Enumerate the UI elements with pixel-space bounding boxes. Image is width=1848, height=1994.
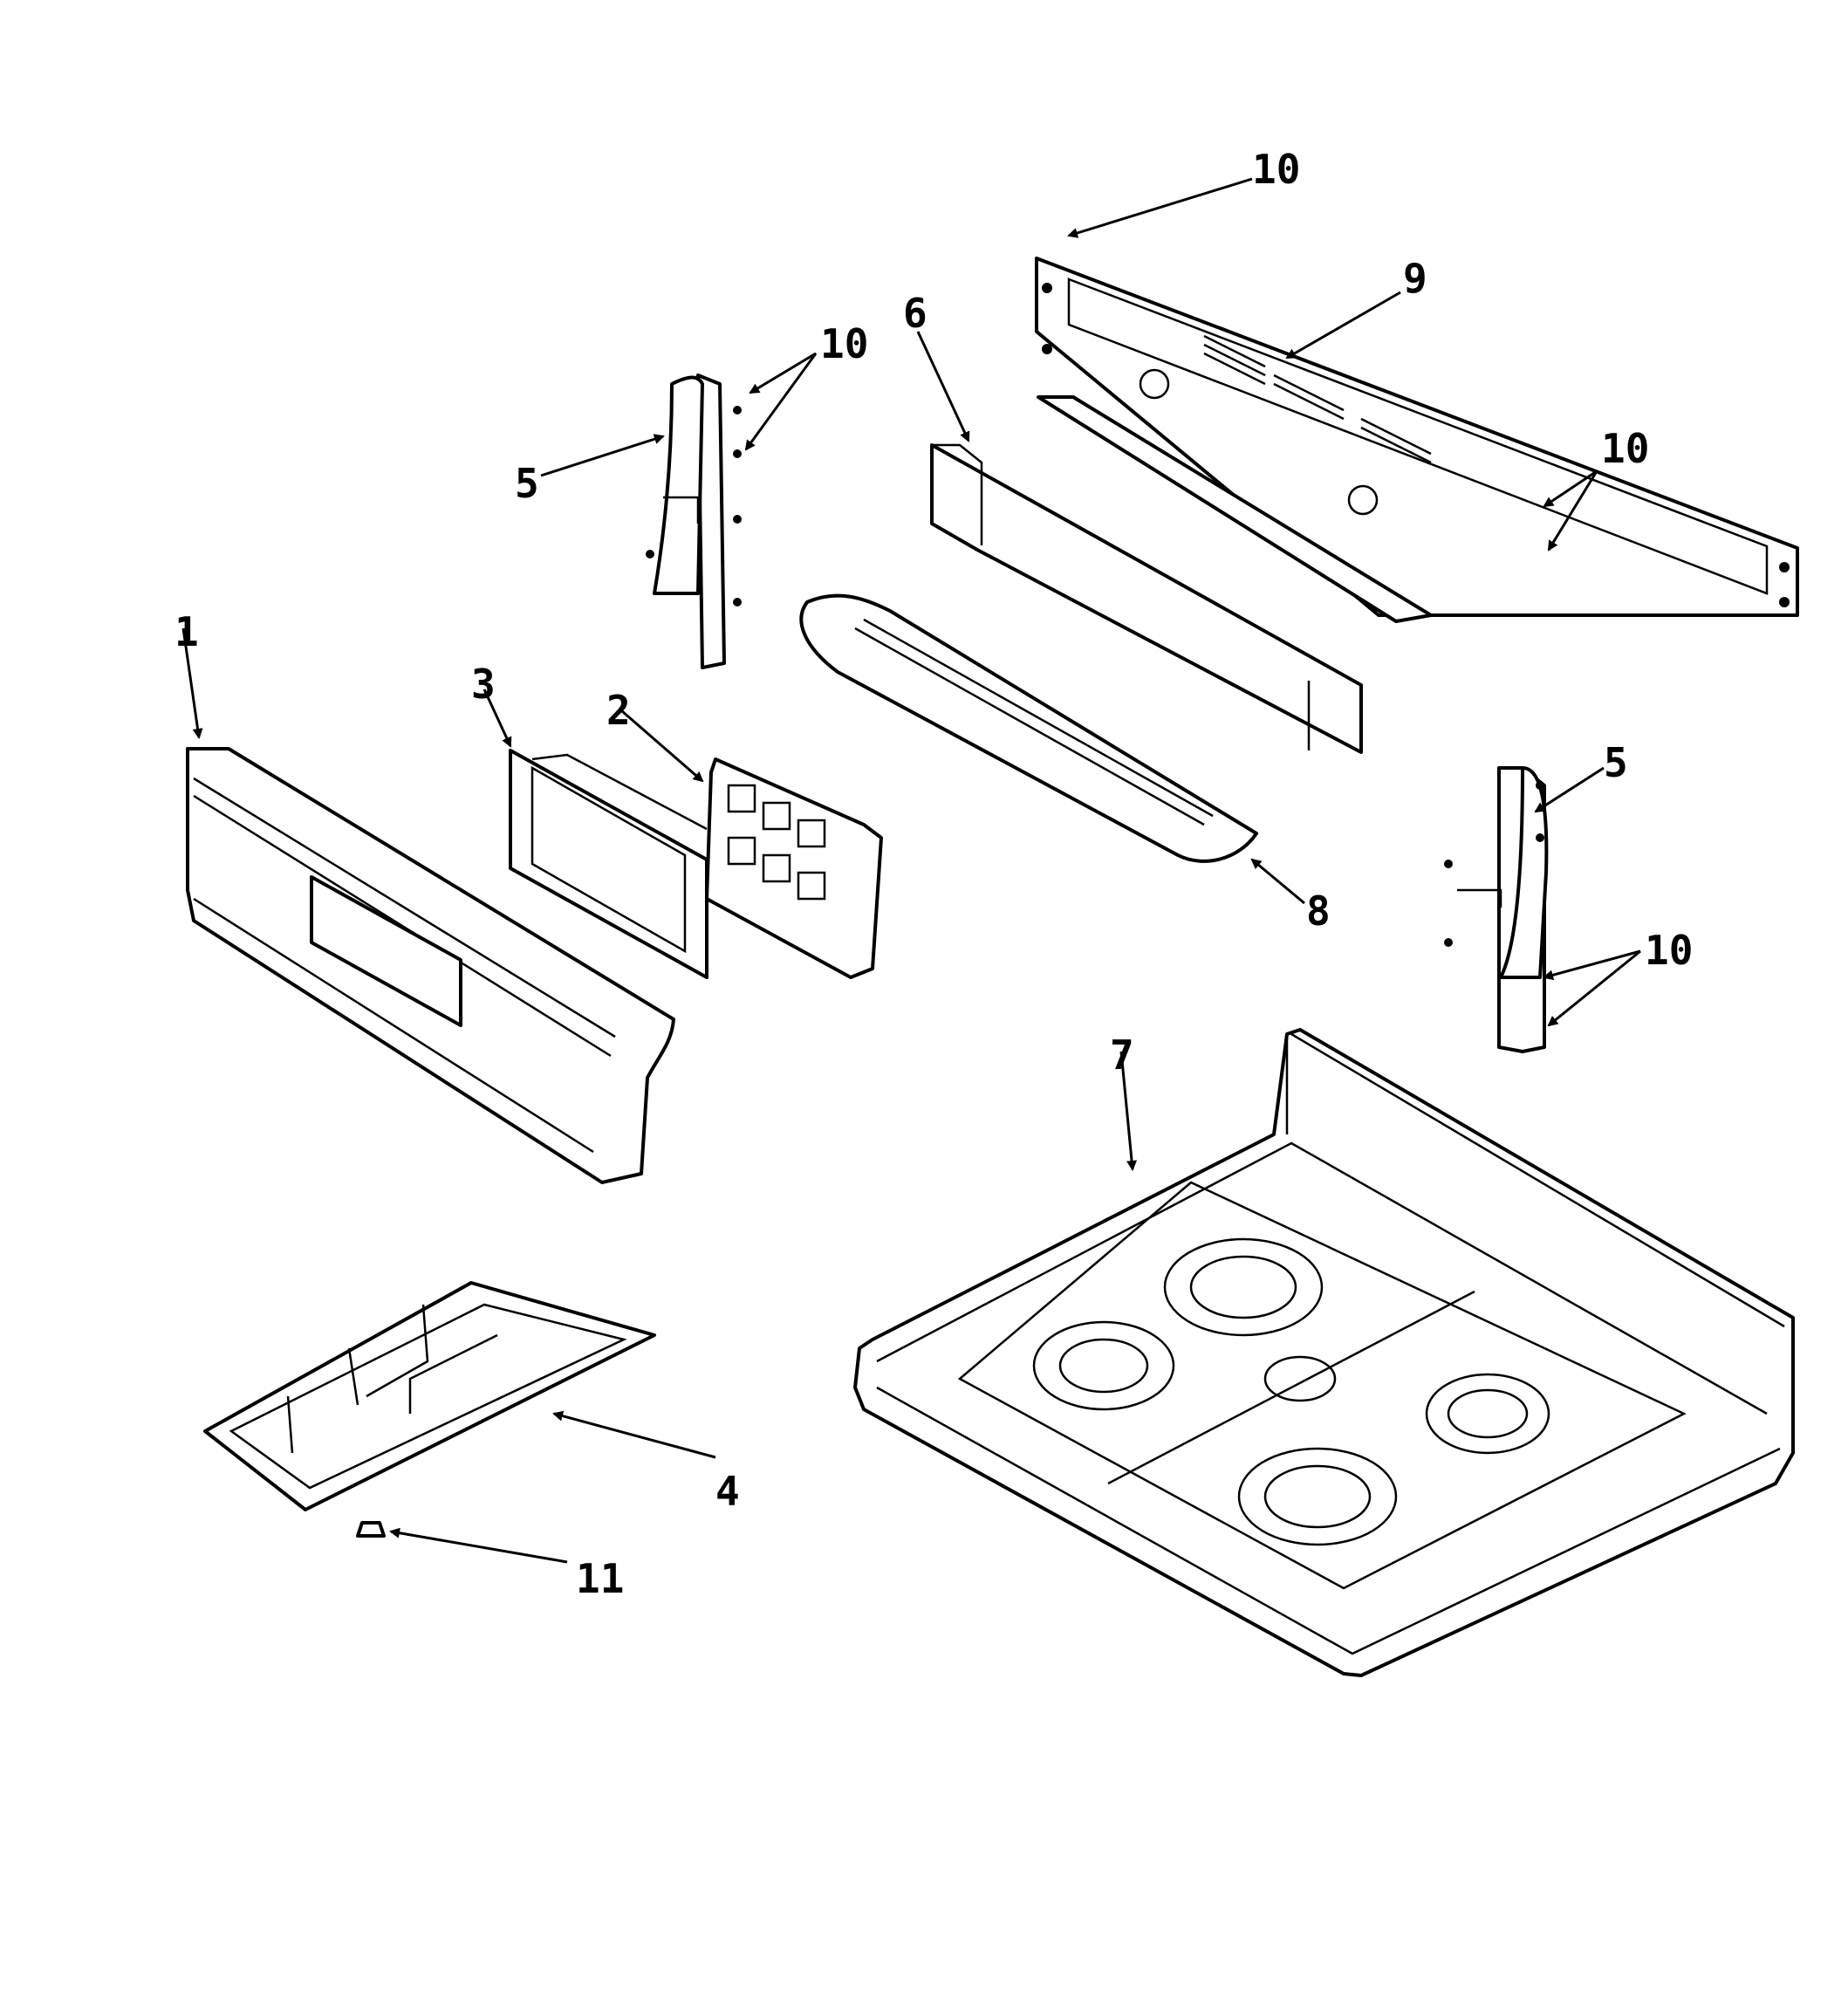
callout-2: 2 bbox=[606, 687, 631, 734]
callout-10-top: 10 bbox=[1252, 146, 1300, 193]
part-side-bracket-left bbox=[646, 373, 742, 669]
callout-9: 9 bbox=[1403, 255, 1427, 302]
callout-8: 8 bbox=[1306, 887, 1331, 935]
part-grate-foot bbox=[356, 1521, 386, 1538]
callout-5-left: 5 bbox=[515, 460, 539, 507]
part-burner-grate bbox=[203, 1281, 656, 1511]
callout-10-right-lower: 10 bbox=[1645, 927, 1693, 974]
callout-4: 4 bbox=[715, 1468, 740, 1515]
callout-11: 11 bbox=[576, 1555, 624, 1602]
part-backguard-trim bbox=[930, 443, 1363, 754]
part-control-panel bbox=[186, 747, 675, 1184]
callout-10-left: 10 bbox=[820, 320, 868, 367]
callout-1: 1 bbox=[175, 608, 199, 655]
callout-3: 3 bbox=[471, 661, 496, 708]
part-control-board bbox=[705, 757, 883, 979]
part-cooktop bbox=[853, 1028, 1795, 1677]
callout-5-right: 5 bbox=[1604, 739, 1628, 786]
callout-6: 6 bbox=[903, 290, 927, 337]
callout-10-right-upper: 10 bbox=[1601, 425, 1649, 472]
part-display-overlay bbox=[509, 749, 708, 979]
callout-labels: 1 2 3 4 5 5 6 7 8 9 10 10 10 10 11 bbox=[175, 146, 1693, 1602]
part-rear-panel bbox=[1035, 257, 1799, 623]
part-side-bracket-right bbox=[1444, 766, 1549, 1053]
leader-lines bbox=[181, 177, 1641, 1564]
callout-7: 7 bbox=[1110, 1031, 1134, 1079]
part-end-cap-trim bbox=[799, 593, 1258, 863]
